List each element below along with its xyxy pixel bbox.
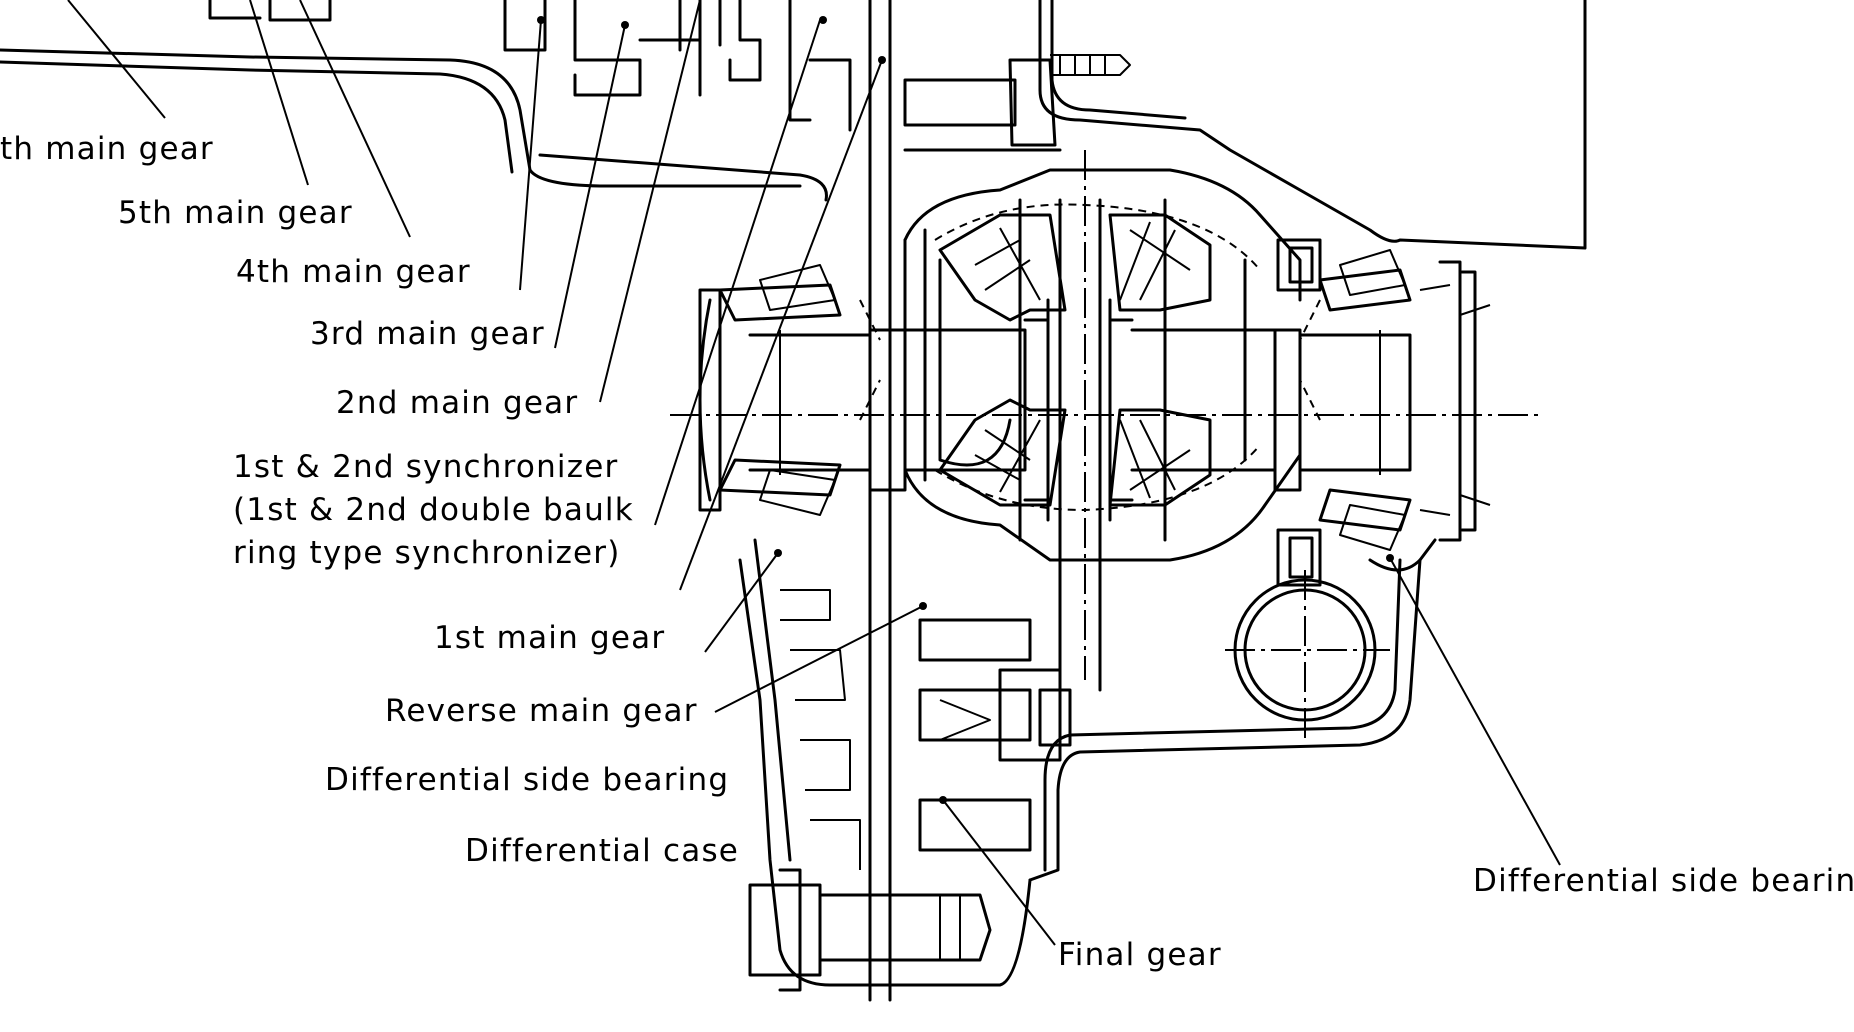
bottom-bolt xyxy=(748,868,992,992)
label-third-main-gear: 3rd main gear xyxy=(310,316,545,352)
label-first-main-gear: 1st main gear xyxy=(434,620,666,656)
side-gears xyxy=(748,328,1412,492)
label-synchronizer-line3: ring type synchronizer) xyxy=(233,535,621,571)
leader-dots xyxy=(537,16,1394,804)
label-synchronizer-line2: (1st & 2nd double baulk xyxy=(233,492,634,528)
final-gear xyxy=(918,618,1072,852)
left-side-bearing xyxy=(698,264,842,516)
pinion-shaft xyxy=(1023,198,1134,692)
label-differential-case: Differential case xyxy=(465,833,740,869)
right-side-bearing xyxy=(1276,238,1491,587)
label-fourth-main-gear: 4th main gear xyxy=(236,254,471,290)
leader-lines xyxy=(67,0,1561,946)
label-differential-side-bearing-left: Differential side bearing xyxy=(325,762,730,798)
label-differential-side-bearing-right: Differential side bearin xyxy=(1473,863,1854,899)
label-reverse-main-gear: Reverse main gear xyxy=(385,693,698,729)
differential-case-body xyxy=(859,168,1321,562)
label-second-main-gear: 2nd main gear xyxy=(336,385,579,421)
speedometer-drive-gear xyxy=(1225,570,1390,740)
label-fifth-main-gear: 5th main gear xyxy=(118,195,353,231)
transmission-housing xyxy=(0,0,1587,987)
label-sixth-main-gear: th main gear xyxy=(0,131,214,167)
main-gears-top xyxy=(208,0,892,1002)
top-bolt xyxy=(903,54,1131,152)
label-synchronizer-line1: 1st & 2nd synchronizer xyxy=(233,449,619,485)
label-final-gear: Final gear xyxy=(1058,937,1222,973)
